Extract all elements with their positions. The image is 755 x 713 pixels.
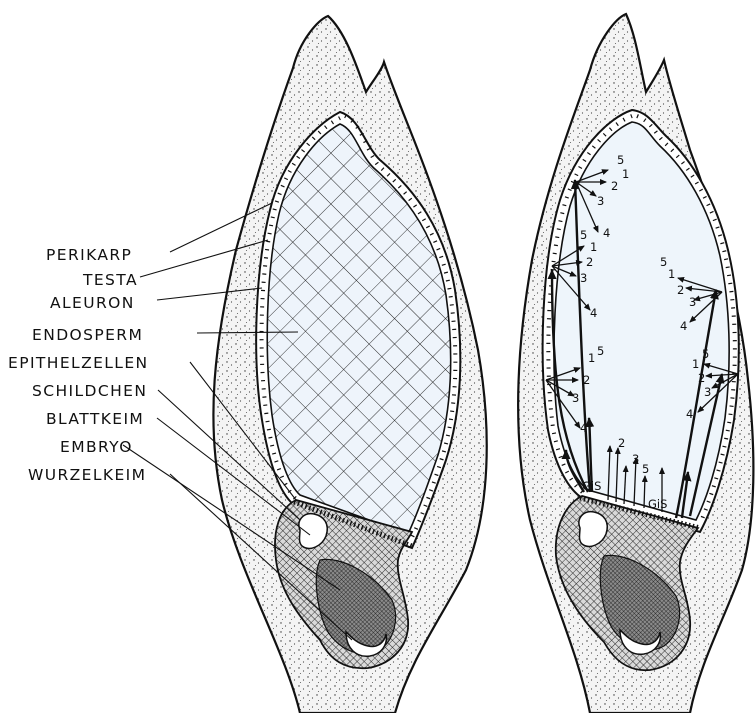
structure-labels: PERIKARP TESTA ALEURON ENDOSPERM EPITHEL… bbox=[8, 246, 149, 484]
num-5: 5 bbox=[702, 347, 709, 361]
label-testa: TESTA bbox=[82, 271, 138, 289]
gis-label-right: GiS bbox=[648, 497, 667, 511]
num-3: 3 bbox=[572, 391, 579, 405]
left-grain bbox=[213, 16, 486, 713]
num-4: 4 bbox=[590, 306, 597, 320]
num-4: 4 bbox=[603, 226, 610, 240]
num-3: 3 bbox=[597, 194, 604, 208]
label-schildchen: SCHILDCHEN bbox=[32, 382, 147, 400]
num-5: 5 bbox=[580, 228, 587, 242]
num-1: 1 bbox=[668, 267, 675, 281]
num-2: 2 bbox=[611, 179, 618, 193]
num-2: 2 bbox=[677, 283, 684, 297]
label-embryo: EMBRYO bbox=[60, 438, 133, 456]
num-3: 3 bbox=[580, 271, 587, 285]
label-aleuron: ALEURON bbox=[50, 294, 135, 312]
num-5: 5 bbox=[617, 153, 624, 167]
num-4: 4 bbox=[680, 319, 687, 333]
num-4: 4 bbox=[580, 421, 587, 435]
num-2: 2 bbox=[698, 371, 705, 385]
label-endosperm: ENDOSPERM bbox=[32, 326, 143, 344]
center-num-2: 2 bbox=[618, 436, 625, 450]
label-epithelzellen: EPITHELZELLEN bbox=[8, 354, 149, 372]
num-1: 1 bbox=[622, 167, 629, 181]
center-num-3: 3 bbox=[632, 452, 639, 466]
center-num-5: 5 bbox=[642, 462, 649, 476]
num-3: 3 bbox=[704, 385, 711, 399]
num-3: 3 bbox=[689, 295, 696, 309]
label-perikarp: PERIKARP bbox=[46, 246, 132, 264]
label-wurzelkeim: WURZELKEIM bbox=[28, 466, 146, 484]
num-4: 4 bbox=[686, 407, 693, 421]
num-1: 1 bbox=[692, 357, 699, 371]
num-5: 5 bbox=[597, 344, 604, 358]
label-blattkeim: BLATTKEIM bbox=[46, 410, 144, 428]
num-5: 5 bbox=[660, 255, 667, 269]
right-grain bbox=[518, 14, 753, 713]
num-2: 2 bbox=[583, 373, 590, 387]
gis-label-left: GiS bbox=[582, 479, 601, 493]
num-2: 2 bbox=[586, 255, 593, 269]
num-1: 1 bbox=[590, 240, 597, 254]
num-1: 1 bbox=[588, 351, 595, 365]
